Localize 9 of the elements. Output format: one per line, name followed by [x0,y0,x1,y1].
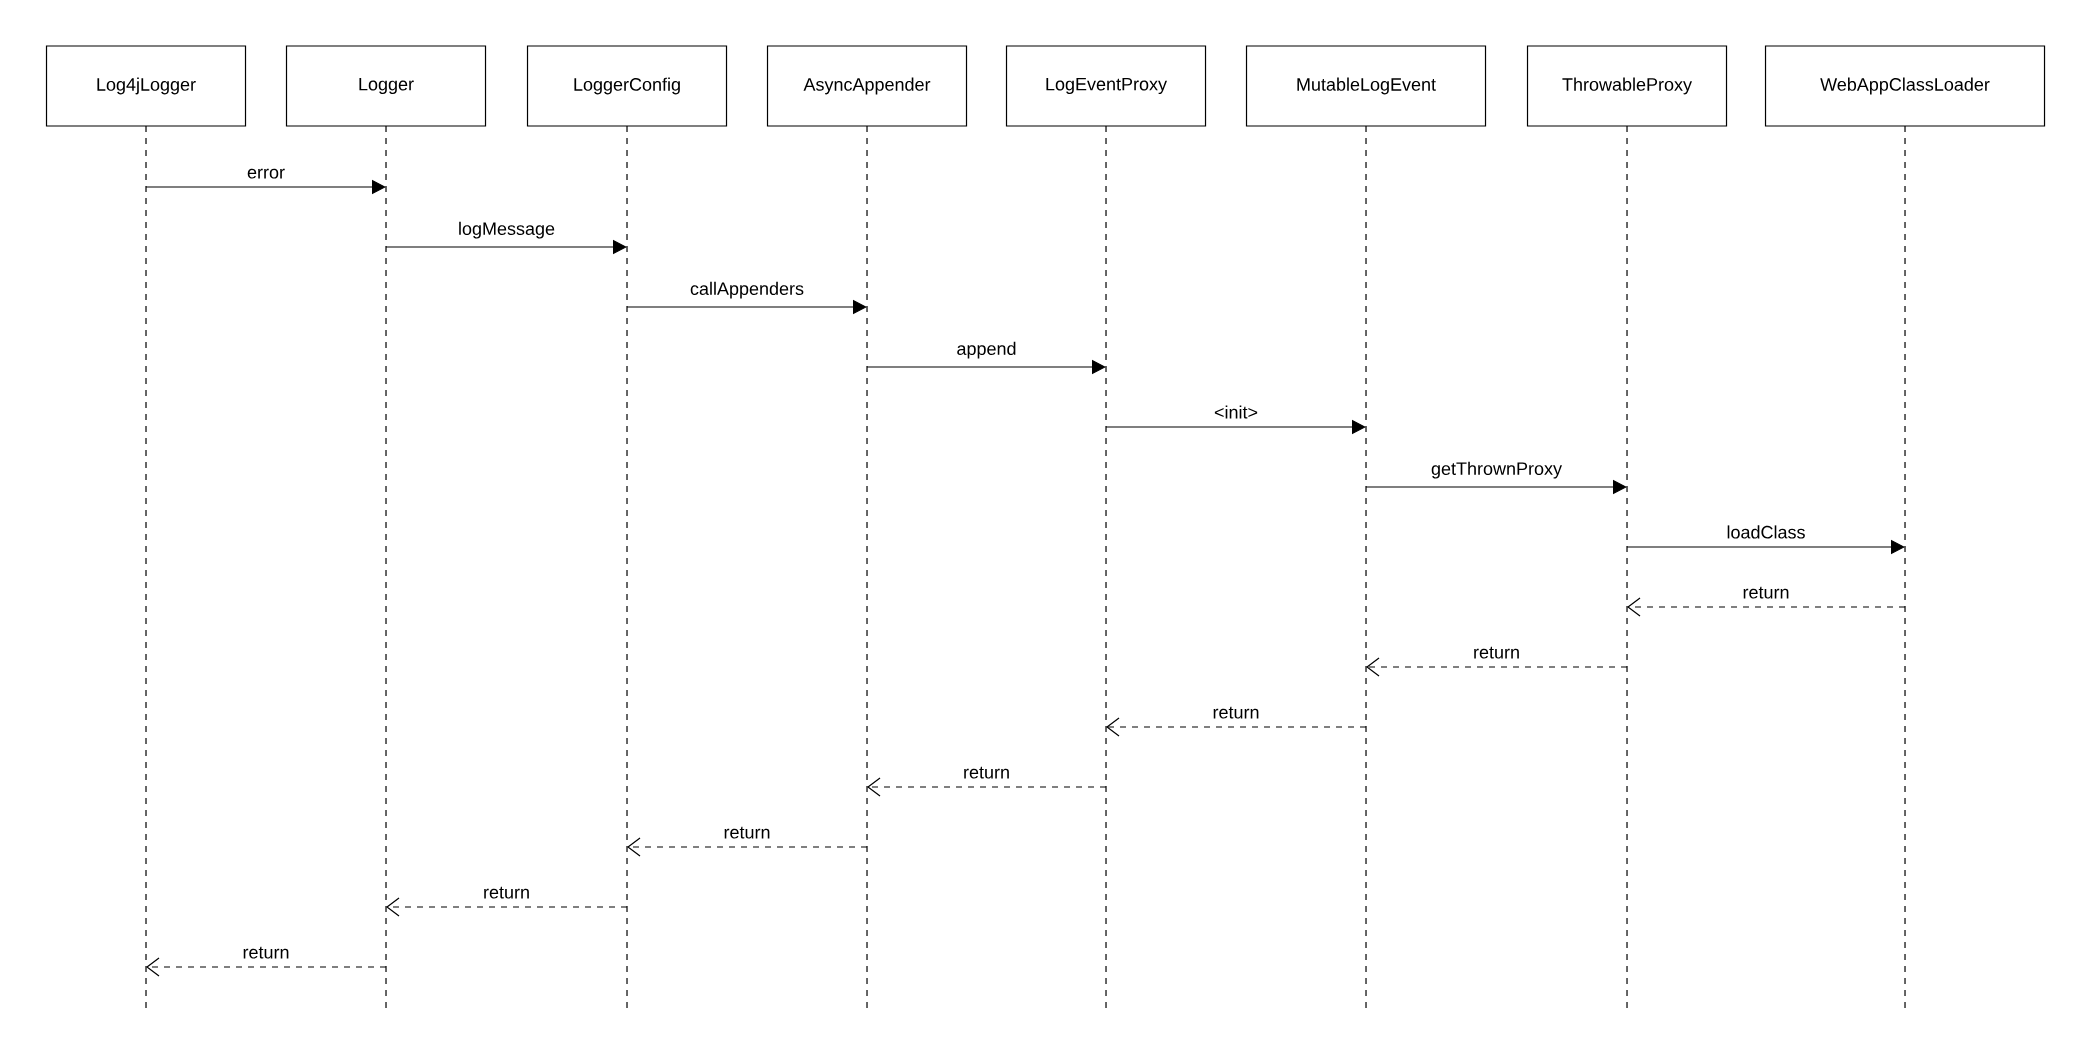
message-arrow [627,837,868,857]
message-arrow [1366,657,1628,677]
message-arrow [1627,597,1906,617]
message-label: return [484,886,529,899]
message-arrow [1106,717,1367,737]
message-arrow [867,777,1107,797]
message-label: error [247,168,285,179]
message-arrow [386,897,628,917]
message-arrow [146,957,387,977]
